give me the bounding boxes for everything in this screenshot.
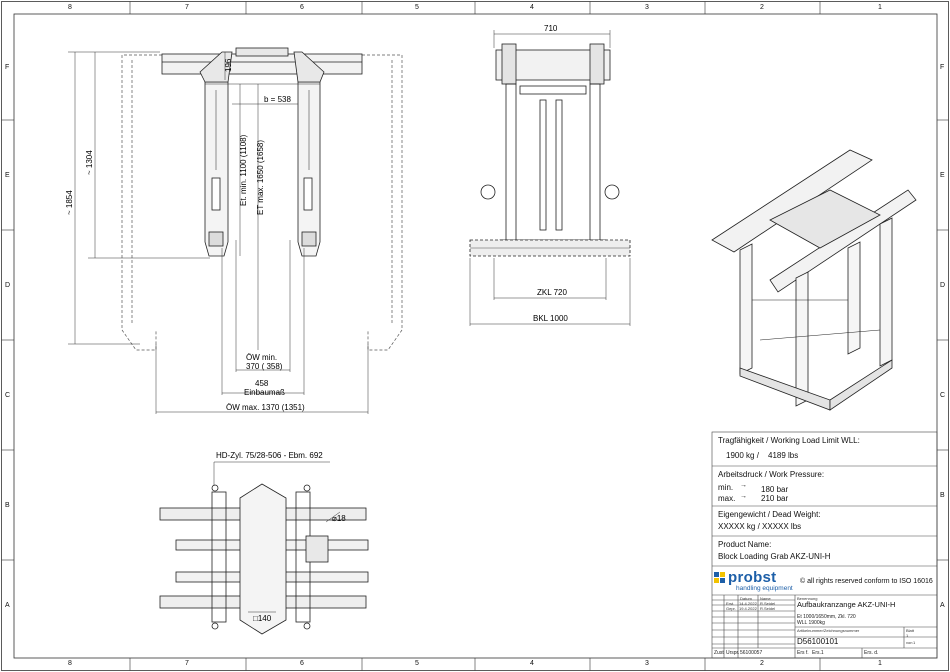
col-label: 3 [645,660,649,667]
pressure-max-arrow-icon: → [740,493,747,500]
col-label: 8 [68,660,72,667]
dim-einbaumass: Einbaumaß [244,388,285,397]
dim-1854: ~ 1854 [65,190,74,215]
col-label: 5 [415,4,419,11]
col-label: 4 [530,660,534,667]
col-label: 1 [878,660,882,667]
weight-heading: Eigengewicht / Dead Weight: [718,510,821,519]
drawing-number: D56100101 [797,637,839,646]
row-erst-name: R.Seidel [760,601,776,606]
product-value: Block Loading Grab AKZ-UNI-H [718,552,831,561]
row-label: C [5,392,11,399]
side-view [469,43,631,257]
col-label: 5 [415,660,419,667]
row-label: B [5,502,10,509]
cylinder-label: HD-Zyl. 75/28-506 - Ebm. 692 [216,451,323,460]
row-label: D [940,282,946,289]
wll-kg: 1900 kg / [726,451,759,460]
dim-ow-min-label: ÖW min. [246,353,277,362]
row-label: E [5,172,10,179]
col-label: 8 [68,4,72,11]
blatt-value: 1 [906,633,909,638]
drawing-title: Aufbaukranzange AKZ-UNI-H [797,600,896,609]
weight-value: XXXXX kg / XXXXX lbs [718,522,802,531]
row-label: A [940,602,945,609]
von-value: 1 [913,640,916,645]
top-view-dimensions [213,461,341,613]
row-label: B [940,492,945,499]
dim-196: 196 [224,58,233,72]
row-label: A [5,602,10,609]
col-label: 7 [185,4,189,11]
row-erst-date: 14.4.2022 [739,601,757,606]
wll-lbs: 4189 lbs [768,451,799,460]
col-label: 4 [530,4,534,11]
row-gepr-label: Gepr. [726,606,736,611]
row-erst-label: Erst. [726,601,735,606]
col-label: 7 [185,660,189,667]
row-label: D [5,282,11,289]
top-view [159,483,369,635]
drawing-no-label: Artikelnummer/Zeichnungsnummer [797,628,860,633]
dim-140: □140 [253,614,272,623]
dim-18: ⌀18 [332,514,346,523]
urspr-value: 56100057 [740,650,763,656]
probst-mark-icon [714,572,725,583]
spec-block-lines [711,431,938,659]
von-label: von [906,640,913,645]
col-label: 6 [300,4,304,11]
front-view-dimensions [68,51,369,414]
row-gepr-date: 19.4.2022 [739,606,757,611]
pressure-min-value: 180 bar [761,485,789,494]
row-label: F [940,64,945,71]
col-label: 2 [760,4,764,11]
logo-subtitle: handling equipment [736,585,793,592]
dim-458: 458 [255,379,269,388]
dim-et-min: Et. min. 1100 (1108) [239,134,248,206]
side-view-dimensions [469,30,631,326]
pressure-max-value: 210 bar [761,494,789,503]
inner-frame [13,13,938,659]
dim-bkl-1000: BKL 1000 [533,314,568,323]
col-label: 2 [760,660,764,667]
urspr-label: Urspr. [726,650,740,656]
front-view [121,47,403,351]
drawing-subtitle-1: Et 1000/1650mm, Zkl. 720 [797,614,856,620]
copyright-note: © all rights reserved conform to ISO 160… [800,578,933,585]
row-label: C [940,392,946,399]
ers-label: Ers f. [797,650,809,656]
wll-heading: Tragfähigkeit / Working Load Limit WLL: [718,436,860,445]
product-heading: Product Name: [718,540,772,549]
ers-value: Ers.1 [812,650,824,656]
logo-word: probst [728,569,777,586]
benennung-label: Benennung [797,596,818,601]
dim-ow-max: ÖW max. 1370 (1351) [226,403,305,412]
dim-ow-min-value: 370 ( 358) [246,362,283,371]
zust-label: Zust [714,650,724,656]
dim-zkl-720: ZKL 720 [537,288,567,297]
pressure-max-label: max. [718,494,736,503]
ers-d-label: Ers. d. [864,650,879,656]
pressure-min-arrow-icon: → [740,482,747,489]
col-label: 6 [300,660,304,667]
header-name: Name [760,596,771,601]
blatt-label: Blatt [906,628,915,633]
pressure-min-label: min. [718,483,734,492]
row-label: F [5,64,10,71]
probst-logo: probst handling equipment [712,569,796,595]
row-gepr-name: R.Seidel [760,606,776,611]
header-datum: Datum [740,596,752,601]
drawing-subtitle-2: WLL 1900kg [797,620,825,626]
dim-710: 710 [544,24,558,33]
row-label: E [940,172,945,179]
isometric-view [711,149,917,411]
dim-1304: ~ 1304 [85,150,94,175]
pressure-heading: Arbeitsdruck / Work Pressure: [718,470,825,479]
col-label: 1 [878,4,882,11]
col-label: 3 [645,4,649,11]
dim-et-max: ET max. 1650 (1658) [256,140,265,215]
dim-b-538: b = 538 [264,95,291,104]
